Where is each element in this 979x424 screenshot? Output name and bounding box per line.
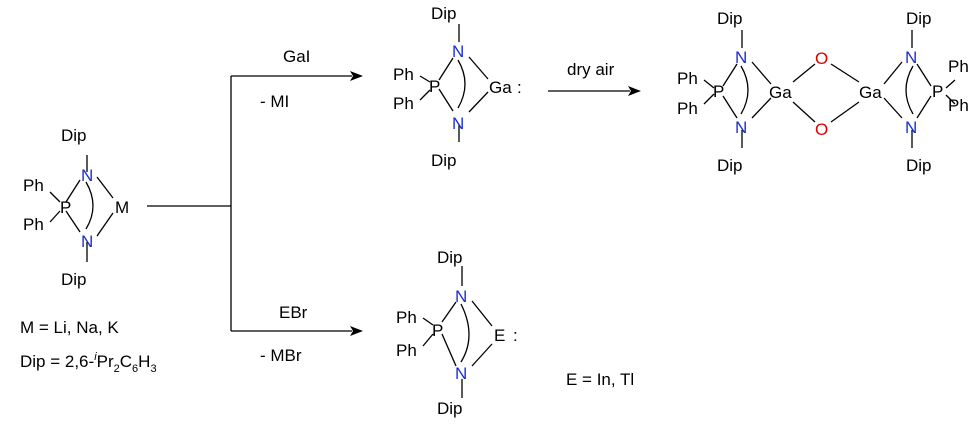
dip-label: Dip (906, 9, 932, 28)
phenyl-label: Ph (396, 341, 417, 360)
nitrogen-label: N (452, 42, 464, 61)
reaction-arrows: GaI - MI EBr - MBr dry air (147, 47, 641, 365)
element-definition: E = In, Tl (566, 370, 634, 389)
starting-amidinate-complex: Dip N Ph P M Ph N Dip (23, 126, 129, 289)
bottom-byproduct: - MBr (260, 346, 302, 365)
dip-label: Dip (437, 399, 463, 418)
phosphorus-label: P (60, 198, 71, 217)
bottom-reagent: EBr (279, 303, 308, 322)
lone-pair: : (513, 326, 518, 345)
dip-label: Dip (61, 126, 87, 145)
air-condition: dry air (567, 60, 615, 79)
dip-label: Dip (431, 4, 457, 23)
phenyl-label: Ph (393, 65, 414, 84)
nitrogen-label: N (455, 287, 467, 306)
nitrogen-label: N (81, 232, 93, 251)
oxygen-label: O (815, 49, 828, 68)
phenyl-label: Ph (396, 308, 417, 327)
phosphorus-label: P (713, 82, 724, 101)
phosphorus-label: P (429, 77, 440, 96)
phosphorus-label: P (932, 82, 943, 101)
dip-label: Dip (431, 151, 457, 170)
nitrogen-label: N (735, 48, 747, 67)
gallium-label: Ga (769, 83, 792, 102)
oxygen-label: O (815, 120, 828, 139)
lone-pair: : (517, 78, 522, 97)
nitrogen-label: N (905, 118, 917, 137)
metal-label: M (115, 198, 129, 217)
phenyl-label: Ph (23, 176, 44, 195)
phenyl-label: Ph (23, 215, 44, 234)
nitrogen-label: N (81, 166, 93, 185)
phenyl-label: Ph (677, 99, 698, 118)
dip-label: Dip (61, 270, 87, 289)
nitrogen-label: N (455, 364, 467, 383)
dip-definition: Dip = 2,6-iPr2C6H3 (20, 351, 157, 375)
definitions: M = Li, Na, K Dip = 2,6-iPr2C6H3 (20, 318, 157, 375)
gallium-amidinate: Dip N Ph P Ga : Ph N Dip (393, 4, 522, 170)
dip-label: Dip (437, 248, 463, 267)
indium-thallium-amidinate: Dip N Ph P E : Ph N Dip (396, 248, 518, 418)
element-label: E (494, 326, 505, 345)
gallium-oxide-dimer: Dip N Ph P Ph N Dip Ga O O Ga Dip N P Ph… (677, 9, 969, 175)
gallium-label: Ga (489, 78, 512, 97)
phosphorus-label: P (432, 321, 443, 340)
top-byproduct: - MI (260, 92, 289, 111)
nitrogen-label: N (735, 118, 747, 137)
phenyl-label: Ph (948, 57, 969, 76)
metal-definition: M = Li, Na, K (20, 318, 119, 337)
nitrogen-label: N (905, 48, 917, 67)
phenyl-label: Ph (948, 96, 969, 115)
dip-label: Dip (906, 156, 932, 175)
dip-label: Dip (717, 9, 743, 28)
top-reagent: GaI (283, 47, 310, 66)
gallium-label: Ga (859, 83, 882, 102)
nitrogen-label: N (452, 114, 464, 133)
dip-label: Dip (717, 156, 743, 175)
phenyl-label: Ph (677, 69, 698, 88)
phenyl-label: Ph (393, 94, 414, 113)
